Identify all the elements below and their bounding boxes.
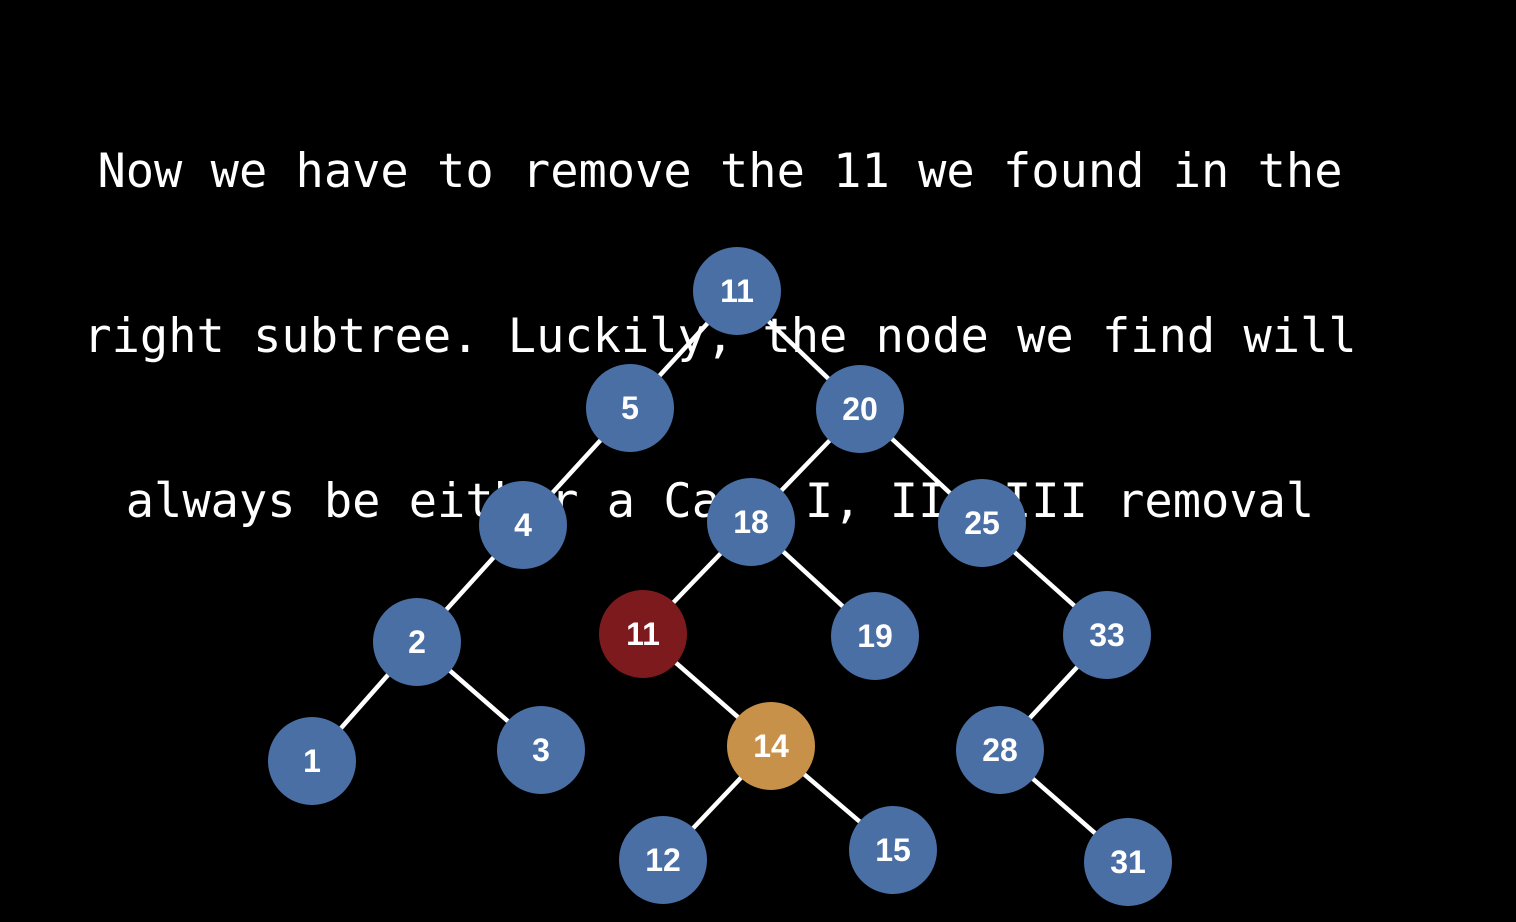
node-circle xyxy=(831,592,919,680)
node-label: 25 xyxy=(964,505,1000,541)
node-label: 28 xyxy=(982,732,1018,768)
node-circle xyxy=(268,717,356,805)
tree-node-n11: 11 xyxy=(599,590,687,678)
tree-node-n2: 2 xyxy=(373,598,461,686)
tree-node-n25: 25 xyxy=(938,479,1026,567)
tree-node-n18: 18 xyxy=(707,478,795,566)
node-circle xyxy=(816,365,904,453)
node-circle xyxy=(1084,818,1172,906)
node-label: 15 xyxy=(875,832,911,868)
node-label: 2 xyxy=(408,624,426,660)
node-label: 11 xyxy=(720,273,754,309)
node-label: 33 xyxy=(1089,617,1125,653)
node-label: 1 xyxy=(303,743,321,779)
node-label: 4 xyxy=(514,507,532,543)
tree-node-n20: 20 xyxy=(816,365,904,453)
tree-node-n15: 15 xyxy=(849,806,937,894)
caption-line-2: right subtree. Luckily, the node we find… xyxy=(83,309,1357,364)
caption-line-1: Now we have to remove the 11 we found in… xyxy=(97,144,1343,199)
tree-node-n31: 31 xyxy=(1084,818,1172,906)
tree-node-n28: 28 xyxy=(956,706,1044,794)
node-circle xyxy=(479,481,567,569)
node-label: 31 xyxy=(1110,844,1146,880)
node-circle xyxy=(707,478,795,566)
node-label: 19 xyxy=(857,618,893,654)
tree-node-n5: 5 xyxy=(586,364,674,452)
tree-node-n14: 14 xyxy=(727,702,815,790)
node-label: 20 xyxy=(842,391,878,427)
tree-node-n12: 12 xyxy=(619,816,707,904)
node-circle xyxy=(849,806,937,894)
tree-node-n3: 3 xyxy=(497,706,585,794)
tree-node-n33: 33 xyxy=(1063,591,1151,679)
node-label: 18 xyxy=(733,504,769,540)
node-label: 11 xyxy=(626,616,660,652)
tree-node-n11root: 11 xyxy=(693,247,781,335)
tree-nodes: 11 5 20 4 18 25 2 11 19 33 1 3 14 28 12 15 31 xyxy=(268,247,1172,906)
tree-node-n19: 19 xyxy=(831,592,919,680)
tree-node-n4: 4 xyxy=(479,481,567,569)
node-label: 14 xyxy=(753,728,789,764)
node-circle xyxy=(619,816,707,904)
node-circle xyxy=(727,702,815,790)
node-circle xyxy=(373,598,461,686)
node-label: 12 xyxy=(645,842,681,878)
node-label: 3 xyxy=(532,732,550,768)
node-circle xyxy=(599,590,687,678)
node-circle xyxy=(956,706,1044,794)
tree-node-n1: 1 xyxy=(268,717,356,805)
node-circle xyxy=(693,247,781,335)
node-label: 5 xyxy=(621,390,639,426)
node-circle xyxy=(586,364,674,452)
node-circle xyxy=(1063,591,1151,679)
caption: Now we have to remove the 11 we found in… xyxy=(0,34,1440,584)
node-circle xyxy=(938,479,1026,567)
node-circle xyxy=(497,706,585,794)
